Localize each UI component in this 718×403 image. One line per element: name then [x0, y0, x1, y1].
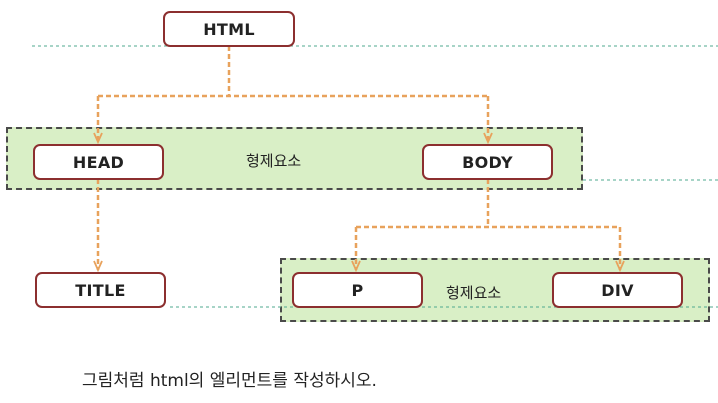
- sibling-label-p-div: 형제요소: [446, 284, 502, 302]
- node-body: BODY: [422, 144, 553, 180]
- sibling-label-head-body: 형제요소: [246, 152, 302, 170]
- instruction-caption: 그림처럼 html의 엘리먼트를 작성하시오.: [82, 371, 377, 391]
- node-head: HEAD: [33, 144, 164, 180]
- node-div: DIV: [552, 272, 683, 308]
- node-p: P: [292, 272, 423, 308]
- node-html: HTML: [163, 11, 295, 47]
- node-title: TITLE: [35, 272, 166, 308]
